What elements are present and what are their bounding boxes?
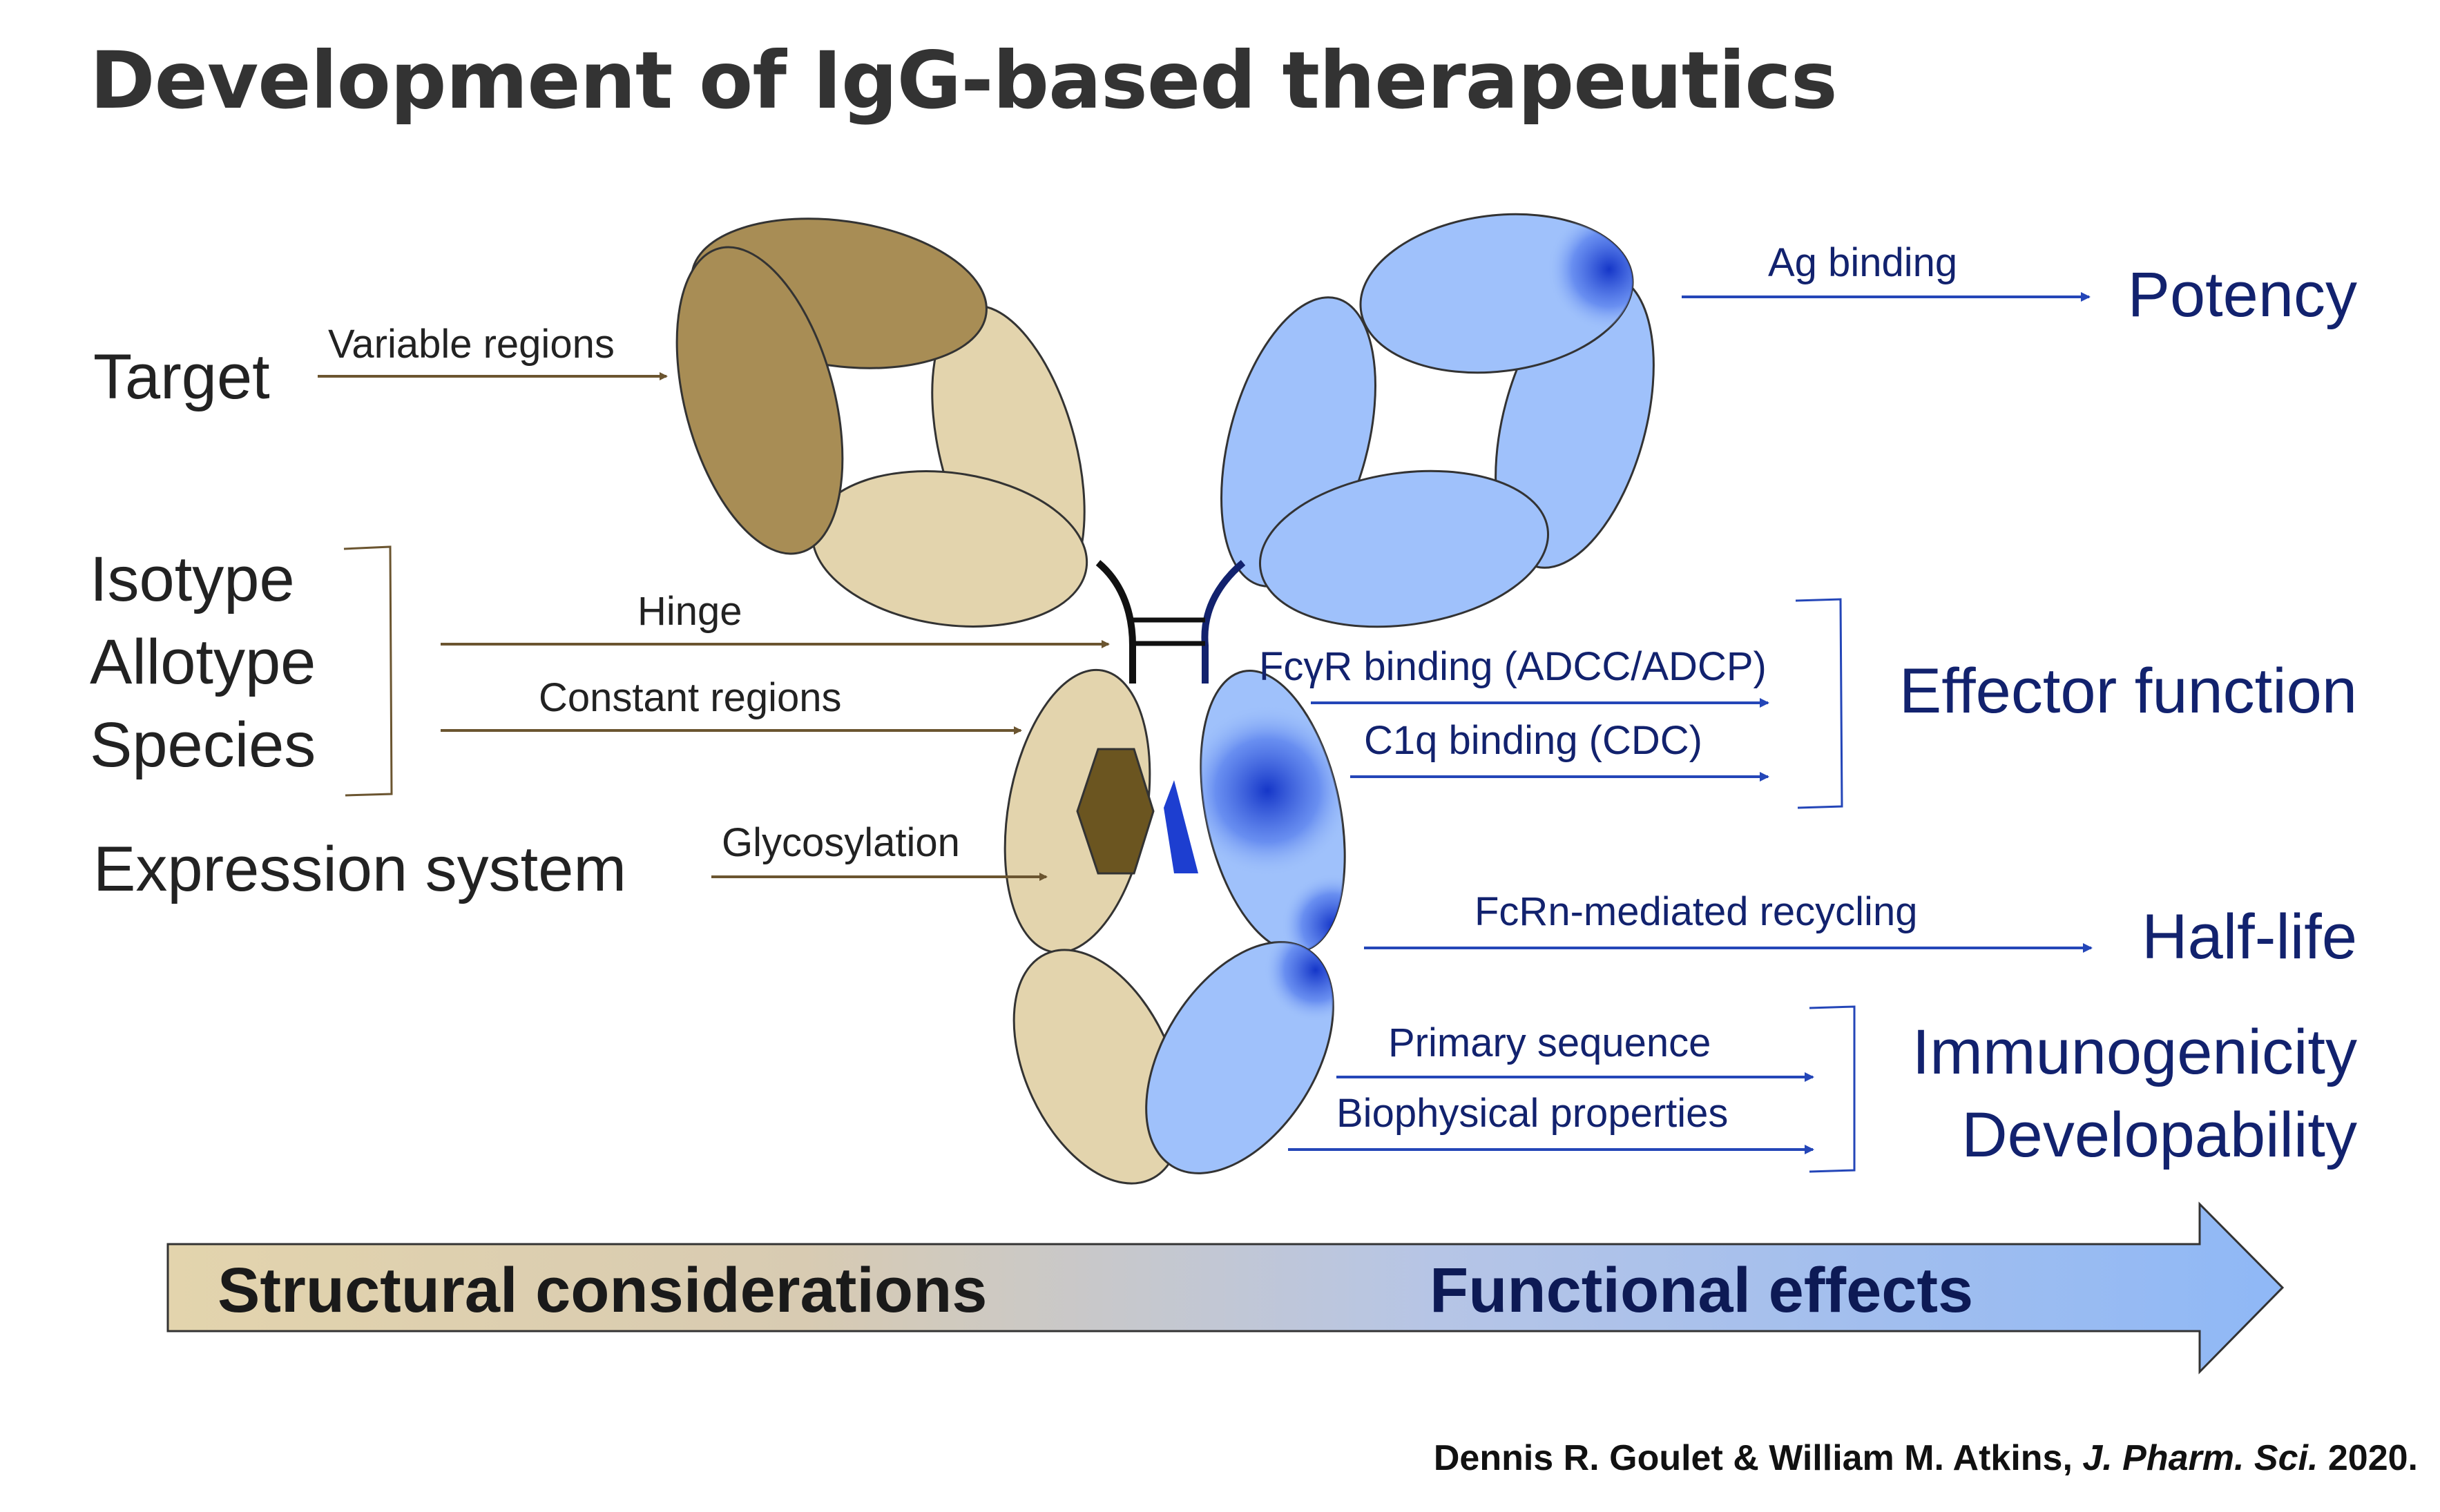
glycan-hexagon xyxy=(1076,748,1155,875)
citation: Dennis R. Goulet & William M. Atkins, J.… xyxy=(1434,1437,2418,1479)
citation-space xyxy=(2318,1438,2327,1478)
slide-title: Development of IgG-based therapeutics xyxy=(90,35,1838,126)
immunogenicity-label: Immunogenicity xyxy=(1912,1017,2357,1087)
fcgr-binding-site xyxy=(1181,704,1354,877)
primary-sequence-label: Primary sequence xyxy=(1388,1020,1711,1065)
structural-considerations-label: Structural considerations xyxy=(218,1255,987,1326)
fcrn-recycling-label: FcRn-mediated recycling xyxy=(1474,889,1917,934)
target-label: Target xyxy=(93,342,270,412)
c1q-binding-label: C1q binding (CDC) xyxy=(1364,718,1702,763)
effector-function-label: Effector function xyxy=(1899,656,2357,726)
fcgr-binding-label: FcγR binding (ADCC/ADCP) xyxy=(1259,644,1767,689)
hinge-region xyxy=(1095,560,1246,684)
right-domain xyxy=(1258,469,1550,628)
glycan-blue xyxy=(1164,780,1198,873)
variable-regions-label: Variable regions xyxy=(328,322,615,367)
glycosylation-label: Glycosylation xyxy=(722,820,960,865)
biophysical-properties-label: Biophysical properties xyxy=(1336,1091,1728,1136)
ag-binding-label: Ag binding xyxy=(1768,240,1957,285)
immunogenicity-bracket xyxy=(1809,1005,1856,1173)
citation-authors: Dennis R. Goulet & William M. Atkins xyxy=(1433,1438,2063,1478)
left-fab xyxy=(675,217,1088,628)
effector-bracket xyxy=(1795,598,1843,809)
hinge-label: Hinge xyxy=(637,589,742,634)
right-fab xyxy=(1220,207,1655,628)
left-variable-domain xyxy=(675,246,844,555)
allotype-label: Allotype xyxy=(90,627,316,697)
citation-year: 2020. xyxy=(2327,1438,2418,1478)
left-bracket xyxy=(343,545,393,797)
functional-effects-label: Functional effects xyxy=(1430,1255,1973,1326)
expression-system-label: Expression system xyxy=(93,834,626,904)
half-life-label: Half-life xyxy=(2142,902,2357,972)
species-label: Species xyxy=(90,710,316,780)
constant-regions-label: Constant regions xyxy=(539,675,841,720)
bottom-gradient-arrow xyxy=(166,1201,2285,1375)
antigen-binding-site xyxy=(1547,207,1642,331)
citation-sep: , xyxy=(2062,1438,2083,1478)
isotype-label: Isotype xyxy=(90,544,295,614)
potency-label: Potency xyxy=(2128,260,2357,330)
developability-label: Developability xyxy=(1961,1100,2357,1170)
citation-journal: J. Pharm. Sci. xyxy=(2082,1438,2318,1478)
fc-region xyxy=(1003,668,1368,1185)
